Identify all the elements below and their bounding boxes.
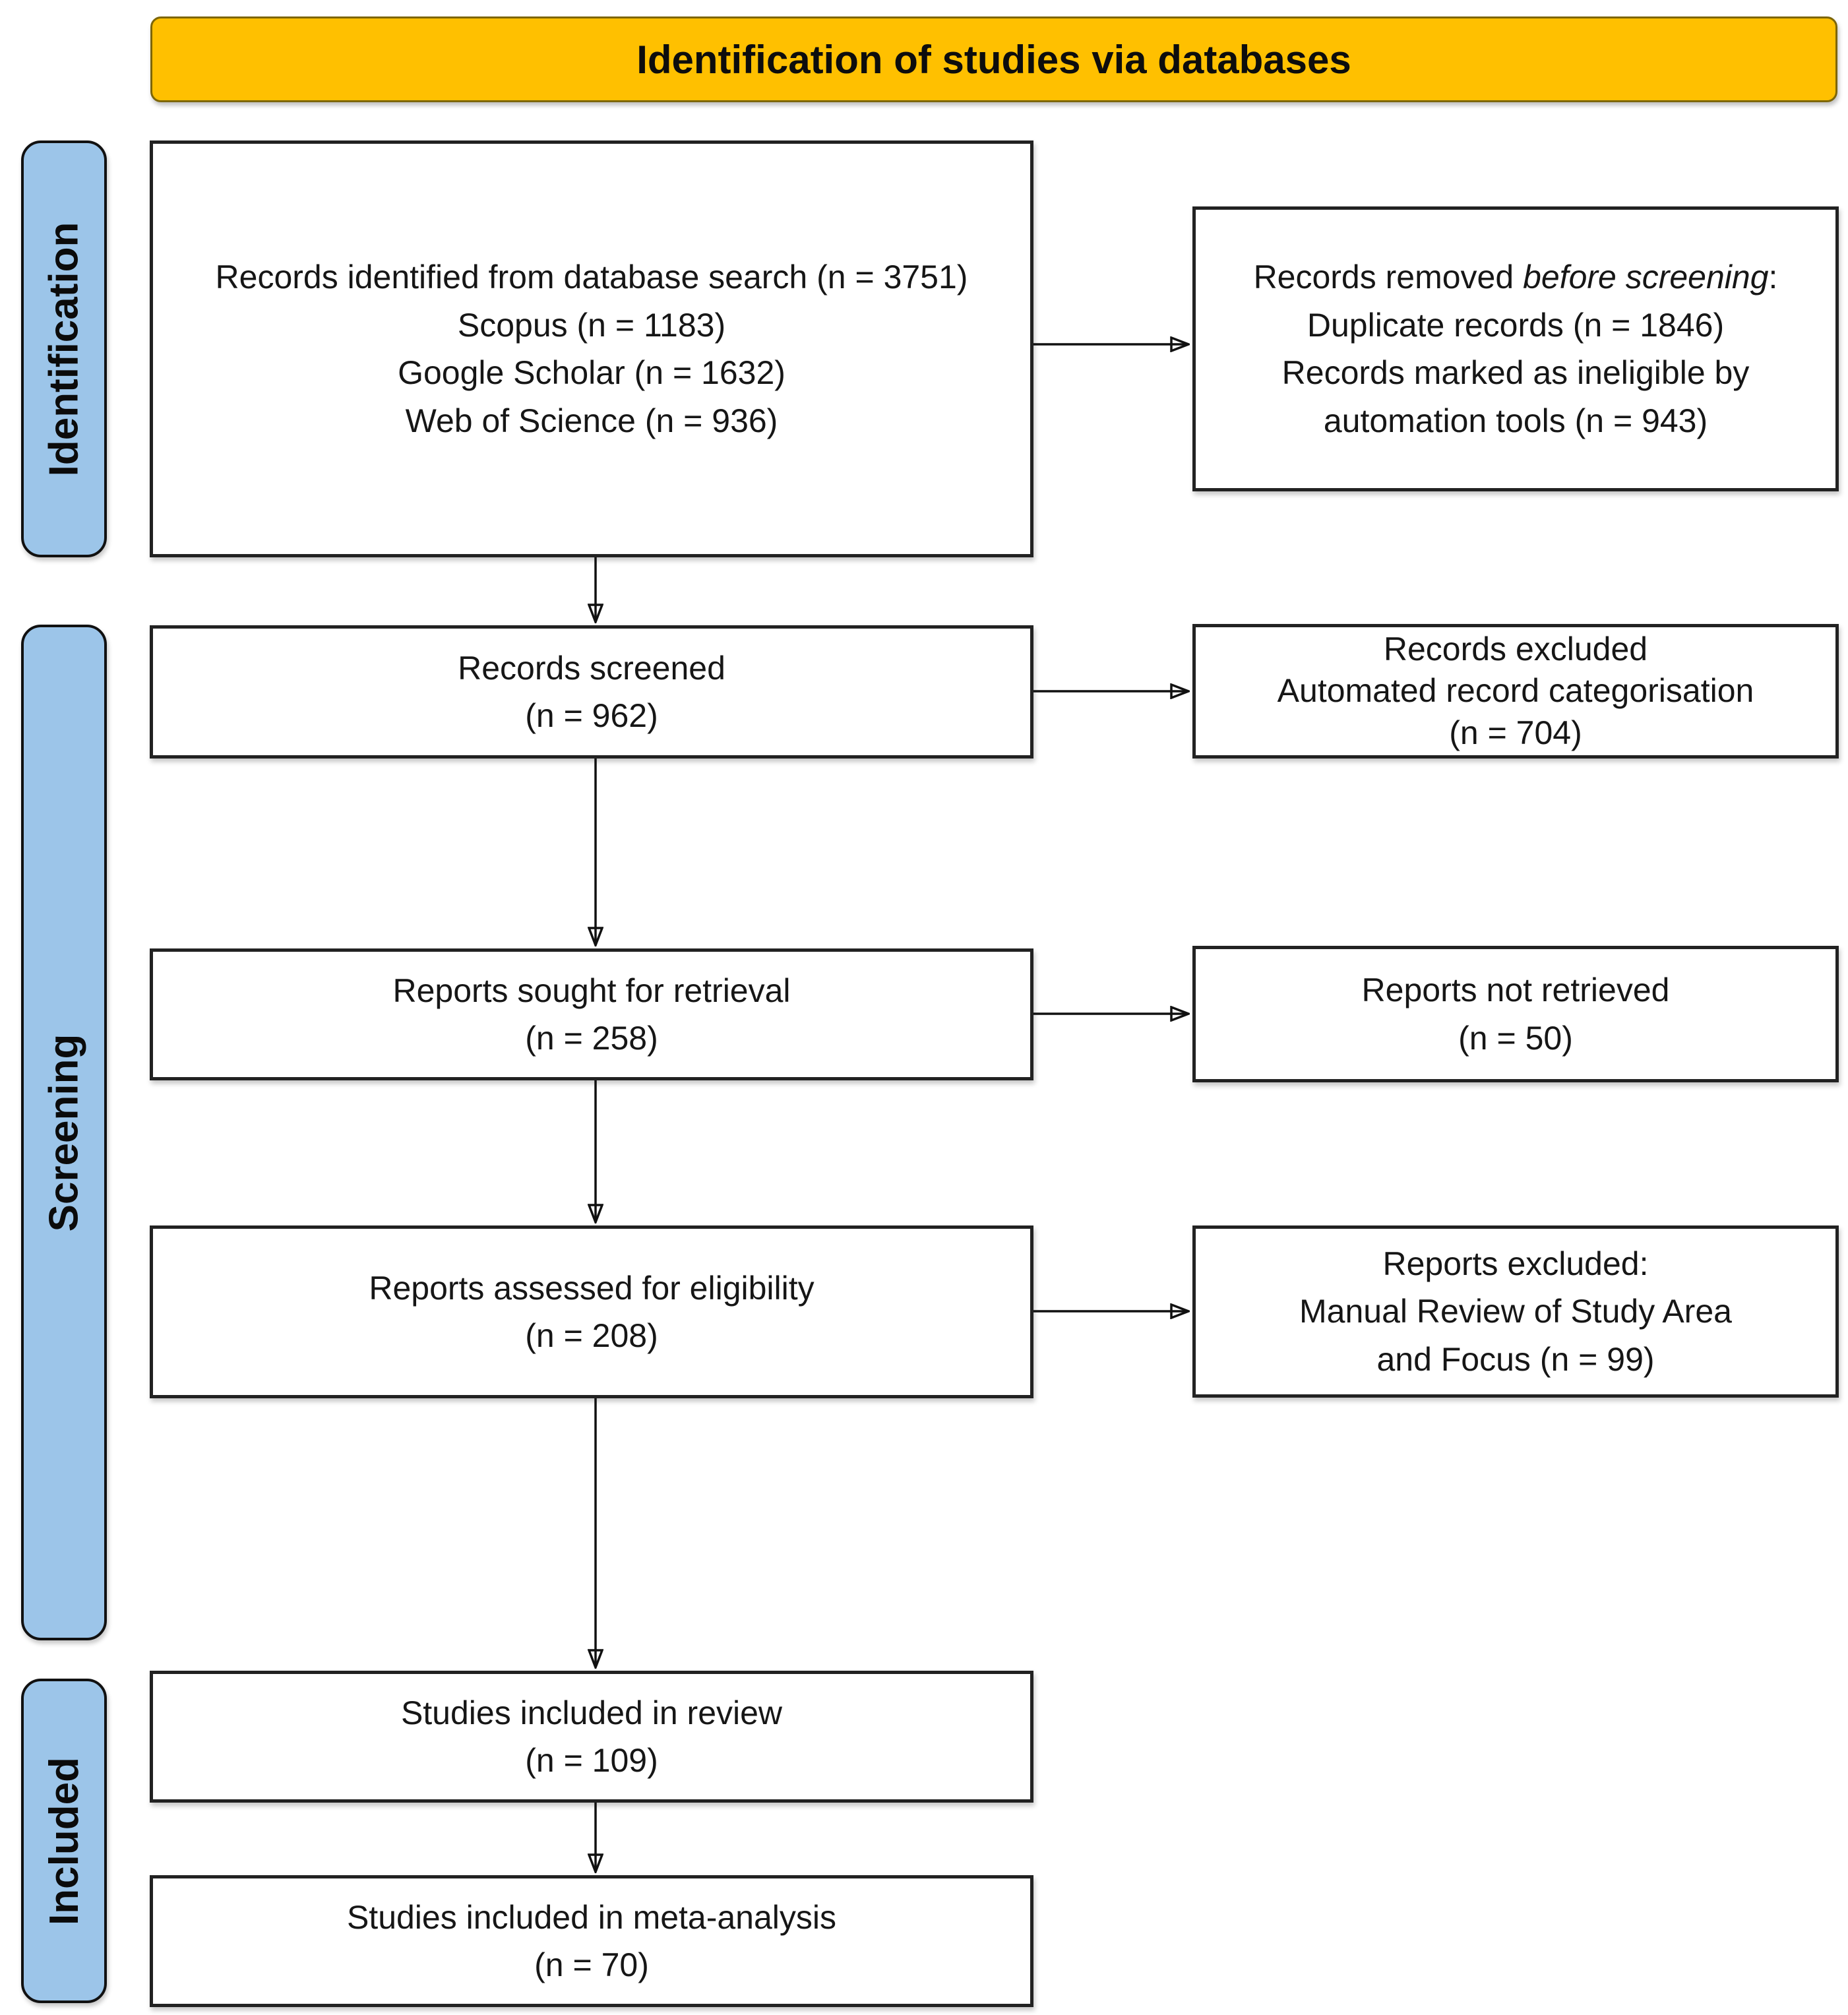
header-title: Identification of studies via databases bbox=[636, 37, 1351, 82]
box-studies-included-review: Studies included in review (n = 109) bbox=[150, 1671, 1033, 1803]
stage-label-screening: Screening bbox=[21, 625, 107, 1640]
box-reports-sought: Reports sought for retrieval (n = 258) bbox=[150, 948, 1033, 1080]
records-removed-line-4: automation tools (n = 943) bbox=[1323, 402, 1708, 439]
records-removed-line-1: Records removed before screening: bbox=[1196, 253, 1835, 301]
studies-review-line-2: (n = 109) bbox=[525, 1742, 658, 1779]
records-identified-line-4: Web of Science (n = 936) bbox=[405, 402, 778, 439]
reports-assessed-line-1: Reports assessed for eligibility bbox=[369, 1269, 815, 1307]
reports-sought-line-2: (n = 258) bbox=[525, 1020, 658, 1057]
records-excluded-line-3: (n = 704) bbox=[1449, 714, 1582, 751]
studies-meta-line-2: (n = 70) bbox=[534, 1946, 649, 1983]
box-records-identified: Records identified from database search … bbox=[150, 140, 1033, 557]
stage-label-included-text: Included bbox=[41, 1756, 87, 1925]
reports-not-retrieved-line-1: Reports not retrieved bbox=[1361, 972, 1670, 1008]
records-screened-line-1: Records screened bbox=[458, 649, 725, 687]
header-banner: Identification of studies via databases bbox=[150, 16, 1837, 102]
records-excluded-line-2: Automated record categorisation bbox=[1277, 672, 1754, 710]
stage-label-identification-text: Identification bbox=[41, 222, 87, 476]
records-identified-line-2: Scopus (n = 1183) bbox=[457, 306, 726, 344]
box-reports-assessed: Reports assessed for eligibility (n = 20… bbox=[150, 1225, 1033, 1398]
reports-excluded-line-2: Manual Review of Study Area bbox=[1299, 1293, 1732, 1330]
box-reports-excluded: Reports excluded: Manual Review of Study… bbox=[1192, 1225, 1839, 1398]
reports-not-retrieved-line-2: (n = 50) bbox=[1458, 1019, 1573, 1057]
records-identified-line-3: Google Scholar (n = 1632) bbox=[398, 354, 785, 391]
records-removed-line-2: Duplicate records (n = 1846) bbox=[1307, 306, 1725, 344]
records-removed-line-3: Records marked as ineligible by bbox=[1281, 354, 1750, 391]
studies-review-line-1: Studies included in review bbox=[400, 1694, 783, 1731]
box-records-removed-before-screening: Records removed before screening: Duplic… bbox=[1192, 206, 1839, 491]
box-records-screened: Records screened (n = 962) bbox=[150, 625, 1033, 759]
box-reports-not-retrieved: Reports not retrieved (n = 50) bbox=[1192, 946, 1839, 1082]
reports-sought-line-1: Reports sought for retrieval bbox=[392, 972, 791, 1009]
records-removed-line-1-italic: before screening bbox=[1523, 259, 1769, 295]
stage-label-screening-text: Screening bbox=[41, 1034, 87, 1231]
stage-label-identification: Identification bbox=[21, 140, 107, 557]
studies-meta-line-1: Studies included in meta-analysis bbox=[346, 1898, 837, 1936]
records-screened-line-2: (n = 962) bbox=[525, 697, 658, 734]
records-removed-line-1-suffix: : bbox=[1768, 259, 1778, 295]
box-studies-included-meta-analysis: Studies included in meta-analysis (n = 7… bbox=[150, 1875, 1033, 2007]
records-identified-line-1: Records identified from database search … bbox=[215, 259, 968, 295]
records-excluded-line-1: Records excluded bbox=[1383, 630, 1648, 667]
records-removed-line-1-prefix: Records removed bbox=[1253, 259, 1524, 295]
box-records-excluded: Records excluded Automated record catego… bbox=[1192, 624, 1839, 759]
reports-excluded-line-3: and Focus (n = 99) bbox=[1376, 1340, 1655, 1378]
reports-excluded-line-1: Reports excluded: bbox=[1382, 1245, 1649, 1282]
stage-label-included: Included bbox=[21, 1679, 107, 2003]
reports-assessed-line-2: (n = 208) bbox=[525, 1317, 658, 1354]
